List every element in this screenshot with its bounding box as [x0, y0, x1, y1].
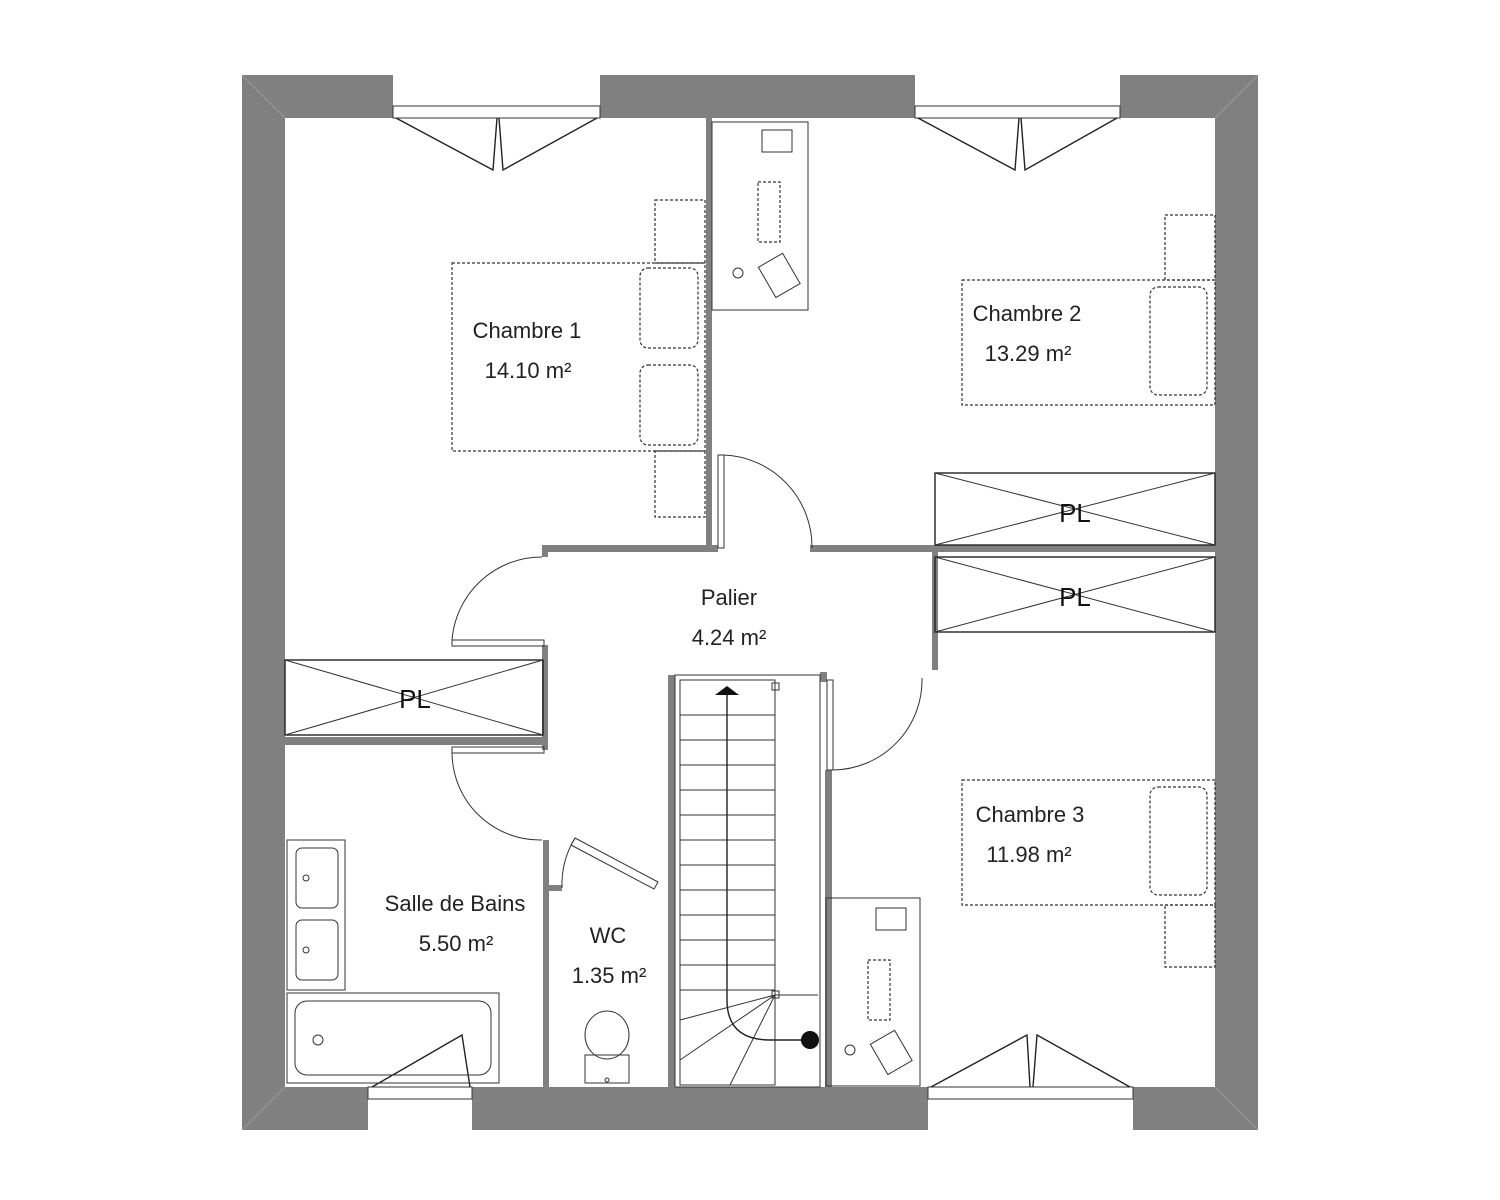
door-wc: [561, 837, 659, 890]
windows: [367, 105, 1134, 1100]
exterior-walls: [241, 74, 1259, 1131]
window-chambre3: [927, 1033, 1134, 1100]
bed-chambre3: [961, 779, 1216, 968]
desk-chambre3: [825, 897, 921, 1087]
sink-unit: [286, 839, 346, 991]
room-name-chambre3: Chambre 3: [976, 802, 1085, 827]
room-name-palier: Palier: [701, 585, 757, 610]
room-area-sdb: 5.50 m²: [419, 931, 494, 956]
door-sdb: [451, 746, 545, 841]
door-chambre1: [717, 454, 813, 549]
furniture: [286, 121, 1216, 1088]
window-chambre2: [914, 105, 1121, 172]
closet-1: PL: [934, 472, 1216, 546]
bed-chambre2: [961, 214, 1216, 406]
closet-label: PL: [1059, 582, 1091, 612]
room-labels: Chambre 1 14.10 m² Chambre 2 13.29 m² Pa…: [385, 301, 1085, 988]
bathtub: [286, 992, 500, 1084]
room-name-chambre2: Chambre 2: [973, 301, 1082, 326]
closet-label: PL: [399, 684, 431, 714]
door-palier-chambre1: [451, 556, 545, 647]
room-area-chambre2: 13.29 m²: [985, 341, 1072, 366]
room-name-chambre1: Chambre 1: [473, 318, 582, 343]
closet-2: PL: [934, 556, 1216, 633]
room-area-wc: 1.35 m²: [572, 963, 647, 988]
closet-label: PL: [1059, 498, 1091, 528]
window-sdb: [367, 1033, 473, 1100]
room-area-palier: 4.24 m²: [692, 625, 767, 650]
room-name-sdb: Salle de Bains: [385, 891, 526, 916]
desk-chambre1: [711, 121, 809, 311]
closet-3: PL: [284, 659, 544, 736]
room-area-chambre3: 11.98 m²: [986, 842, 1071, 867]
staircase: [674, 674, 821, 1088]
bed-chambre1: [451, 199, 706, 518]
window-chambre1: [392, 105, 601, 172]
door-chambre3: [826, 677, 923, 771]
room-name-wc: WC: [590, 923, 627, 948]
toilet: [584, 1010, 630, 1084]
doors: [451, 454, 923, 890]
room-area-chambre1: 14.10 m²: [485, 358, 572, 383]
